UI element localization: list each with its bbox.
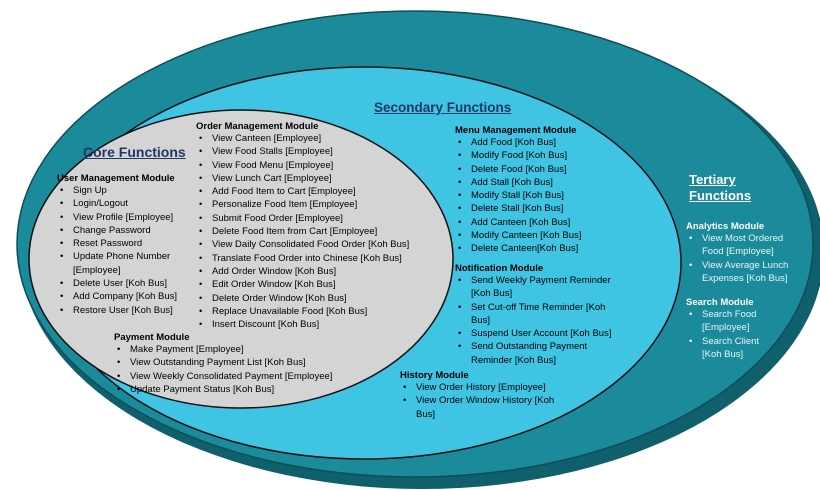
list-item: Insert Discount [Koh Bus] (196, 318, 436, 332)
analytics-list: View Most Ordered Food [Employee] View A… (686, 232, 796, 285)
list-item: View Weekly Consolidated Payment [Employ… (114, 370, 364, 384)
list-item: Add Food [Koh Bus] (455, 136, 625, 150)
list-item: Modify Stall [Koh Bus] (455, 189, 625, 203)
list-item: Personalize Food Item [Employee] (196, 198, 436, 212)
order-management-module: Order Management Module View Canteen [Em… (196, 121, 436, 332)
list-item: Delete Stall [Koh Bus] (455, 202, 625, 216)
list-item: Delete Canteen[Koh Bus] (455, 242, 625, 256)
list-item: View Daily Consolidated Food Order [Koh … (196, 238, 436, 252)
history-title: History Module (400, 370, 469, 381)
list-item: Add Canteen [Koh Bus] (455, 216, 625, 230)
menu-management-list: Add Food [Koh Bus] Modify Food [Koh Bus]… (455, 136, 625, 256)
list-item: Delete Food Item from Cart [Employee] (196, 225, 436, 239)
list-item: Suspend User Account [Koh Bus] (455, 327, 615, 341)
list-item: Make Payment [Employee] (114, 343, 364, 357)
notification-module: Notification Module Send Weekly Payment … (455, 263, 615, 367)
payment-list: Make Payment [Employee] View Outstanding… (114, 343, 364, 396)
list-item: View Outstanding Payment List [Koh Bus] (114, 356, 364, 370)
list-item: Restore User [Koh Bus] (57, 304, 187, 318)
search-list: Search Food [Employee] Search Client [Ko… (686, 308, 776, 361)
list-item: Delete User [Koh Bus] (57, 277, 187, 291)
list-item: Reset Password (57, 237, 187, 251)
list-item: View Food Stalls [Employee] (196, 145, 436, 159)
list-item: View Food Menu [Employee] (196, 159, 436, 173)
list-item: View Average Lunch Expenses [Koh Bus] (686, 259, 796, 286)
payment-module: Payment Module Make Payment [Employee] V… (114, 332, 364, 396)
list-item: View Profile [Employee] (57, 211, 187, 225)
search-title: Search Module (686, 297, 754, 308)
list-item: Delete Order Window [Koh Bus] (196, 292, 436, 306)
list-item: Add Food Item to Cart [Employee] (196, 185, 436, 199)
list-item: Submit Food Order [Employee] (196, 212, 436, 226)
search-module: Search Module Search Food [Employee] Sea… (686, 297, 776, 361)
list-item: Translate Food Order into Chinese [Koh B… (196, 252, 436, 266)
list-item: Login/Logout (57, 197, 187, 211)
history-module: History Module View Order History [Emplo… (400, 370, 560, 421)
user-management-module: User Management Module Sign Up Login/Log… (57, 173, 187, 317)
list-item: Update Phone Number [Employee] (57, 250, 187, 277)
list-item: Add Company [Koh Bus] (57, 290, 187, 304)
payment-title: Payment Module (114, 332, 190, 343)
list-item: Send Outstanding Payment Reminder [Koh B… (455, 340, 615, 367)
list-item: View Order History [Employee] (400, 381, 560, 395)
list-item: View Canteen [Employee] (196, 132, 436, 146)
user-management-title: User Management Module (57, 173, 175, 184)
menu-management-title: Menu Management Module (455, 125, 577, 136)
menu-management-module: Menu Management Module Add Food [Koh Bus… (455, 125, 625, 256)
analytics-title: Analytics Module (686, 221, 765, 232)
user-management-list: Sign Up Login/Logout View Profile [Emplo… (57, 184, 187, 317)
order-management-title: Order Management Module (196, 121, 319, 132)
list-item: Set Cut-off Time Reminder [Koh Bus] (455, 301, 615, 328)
list-item: Add Stall [Koh Bus] (455, 176, 625, 190)
list-item: View Lunch Cart [Employee] (196, 172, 436, 186)
list-item: Replace Unavailable Food [Koh Bus] (196, 305, 436, 319)
list-item: Search Client [Koh Bus] (686, 335, 776, 362)
list-item: Sign Up (57, 184, 187, 198)
list-item: View Order Window History [Koh Bus] (400, 394, 560, 421)
list-item: Update Payment Status [Koh Bus] (114, 383, 364, 397)
list-item: View Most Ordered Food [Employee] (686, 232, 796, 259)
order-management-list: View Canteen [Employee] View Food Stalls… (196, 132, 436, 332)
list-item: Add Order Window [Koh Bus] (196, 265, 436, 279)
notification-list: Send Weekly Payment Reminder [Koh Bus] S… (455, 274, 615, 367)
list-item: Delete Food [Koh Bus] (455, 163, 625, 177)
list-item: Send Weekly Payment Reminder [Koh Bus] (455, 274, 615, 301)
tertiary-functions-title: Tertiary Functions (689, 172, 752, 203)
secondary-functions-title: Secondary Functions (374, 100, 512, 115)
list-item: Modify Canteen [Koh Bus] (455, 229, 625, 243)
list-item: Edit Order Window [Koh Bus] (196, 278, 436, 292)
analytics-module: Analytics Module View Most Ordered Food … (686, 221, 796, 285)
notification-title: Notification Module (455, 263, 544, 274)
list-item: Search Food [Employee] (686, 308, 776, 335)
list-item: Modify Food [Koh Bus] (455, 149, 625, 163)
history-list: View Order History [Employee] View Order… (400, 381, 560, 421)
list-item: Change Password (57, 224, 187, 238)
core-functions-title: Core Functions (83, 144, 186, 160)
